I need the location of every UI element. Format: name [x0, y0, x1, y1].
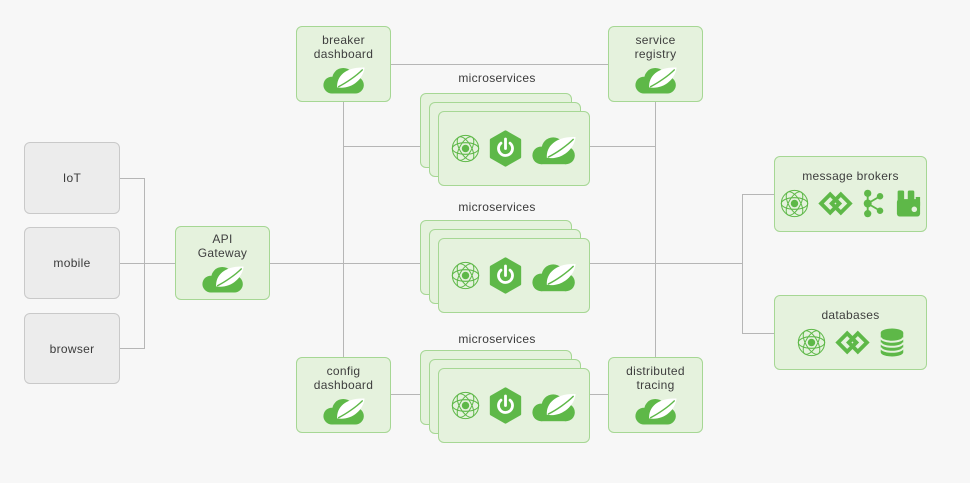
- broker-icon-row: [779, 188, 923, 219]
- microservices-stack-middle: [420, 220, 590, 313]
- stack-front-card: [438, 368, 590, 443]
- node-distributed-tracing: distributed tracing: [608, 357, 703, 433]
- spring-leaf-icon: [321, 394, 367, 426]
- client-box-mobile: mobile: [24, 227, 120, 299]
- spring-leaf-icon: [633, 394, 679, 426]
- node-api-gateway: API Gateway: [175, 226, 270, 300]
- node-label: databases: [821, 307, 880, 322]
- connector-right-vertical: [655, 101, 656, 358]
- client-label: IoT: [62, 171, 82, 185]
- microservices-label: microservices: [458, 71, 536, 85]
- connector-breaker-registry: [391, 64, 608, 65]
- stack-front-card: [438, 238, 590, 313]
- integration-link-icon: [835, 327, 870, 358]
- node-databases: databases: [774, 295, 927, 370]
- kafka-icon: [861, 189, 886, 218]
- database-icon: [878, 327, 906, 358]
- node-label: breaker dashboard: [313, 32, 374, 61]
- database-icon-row: [796, 327, 906, 358]
- spring-leaf-icon: [633, 63, 679, 95]
- connector-iot-stub: [120, 178, 144, 179]
- connector-to-brokers: [742, 194, 774, 195]
- spring-cloud-atom-icon: [796, 327, 827, 358]
- spring-cloud-atom-icon: [450, 133, 481, 164]
- spring-boot-icon: [489, 257, 522, 294]
- node-label: message brokers: [802, 169, 899, 183]
- spring-leaf-icon: [530, 259, 578, 293]
- microservices-stack-top: [420, 93, 590, 186]
- node-message-brokers: message brokers: [774, 156, 927, 232]
- spring-leaf-icon: [200, 262, 246, 294]
- spring-cloud-atom-icon: [450, 390, 481, 421]
- client-box-iot: IoT: [24, 142, 120, 214]
- microservices-label: microservices: [458, 200, 536, 214]
- spring-boot-icon: [489, 387, 522, 424]
- spring-boot-icon: [489, 130, 522, 167]
- node-label: config dashboard: [313, 363, 374, 392]
- integration-link-icon: [818, 188, 853, 219]
- node-service-registry: service registry: [608, 26, 703, 102]
- microservices-stack-bottom: [420, 350, 590, 443]
- stack-front-card: [438, 111, 590, 186]
- spring-leaf-icon: [530, 132, 578, 166]
- spring-cloud-atom-icon: [450, 260, 481, 291]
- node-label: distributed tracing: [626, 363, 685, 392]
- microservices-label: microservices: [458, 332, 536, 346]
- node-label: API Gateway: [197, 231, 248, 260]
- connector-browser-stub: [120, 348, 144, 349]
- connector-brokers-vertical: [742, 194, 743, 333]
- node-breaker-dashboard: breaker dashboard: [296, 26, 391, 102]
- client-box-browser: browser: [24, 313, 120, 384]
- spring-cloud-atom-icon: [779, 188, 810, 219]
- node-config-dashboard: config dashboard: [296, 357, 391, 433]
- client-label: browser: [49, 341, 95, 356]
- rabbitmq-icon: [894, 189, 923, 218]
- spring-leaf-icon: [321, 63, 367, 95]
- spring-leaf-icon: [530, 389, 578, 423]
- client-label: mobile: [53, 256, 91, 270]
- connector-mobile-gateway: [120, 263, 175, 264]
- connector-left-vertical: [343, 101, 344, 358]
- node-label: service registry: [634, 32, 677, 61]
- connector-to-databases: [742, 333, 774, 334]
